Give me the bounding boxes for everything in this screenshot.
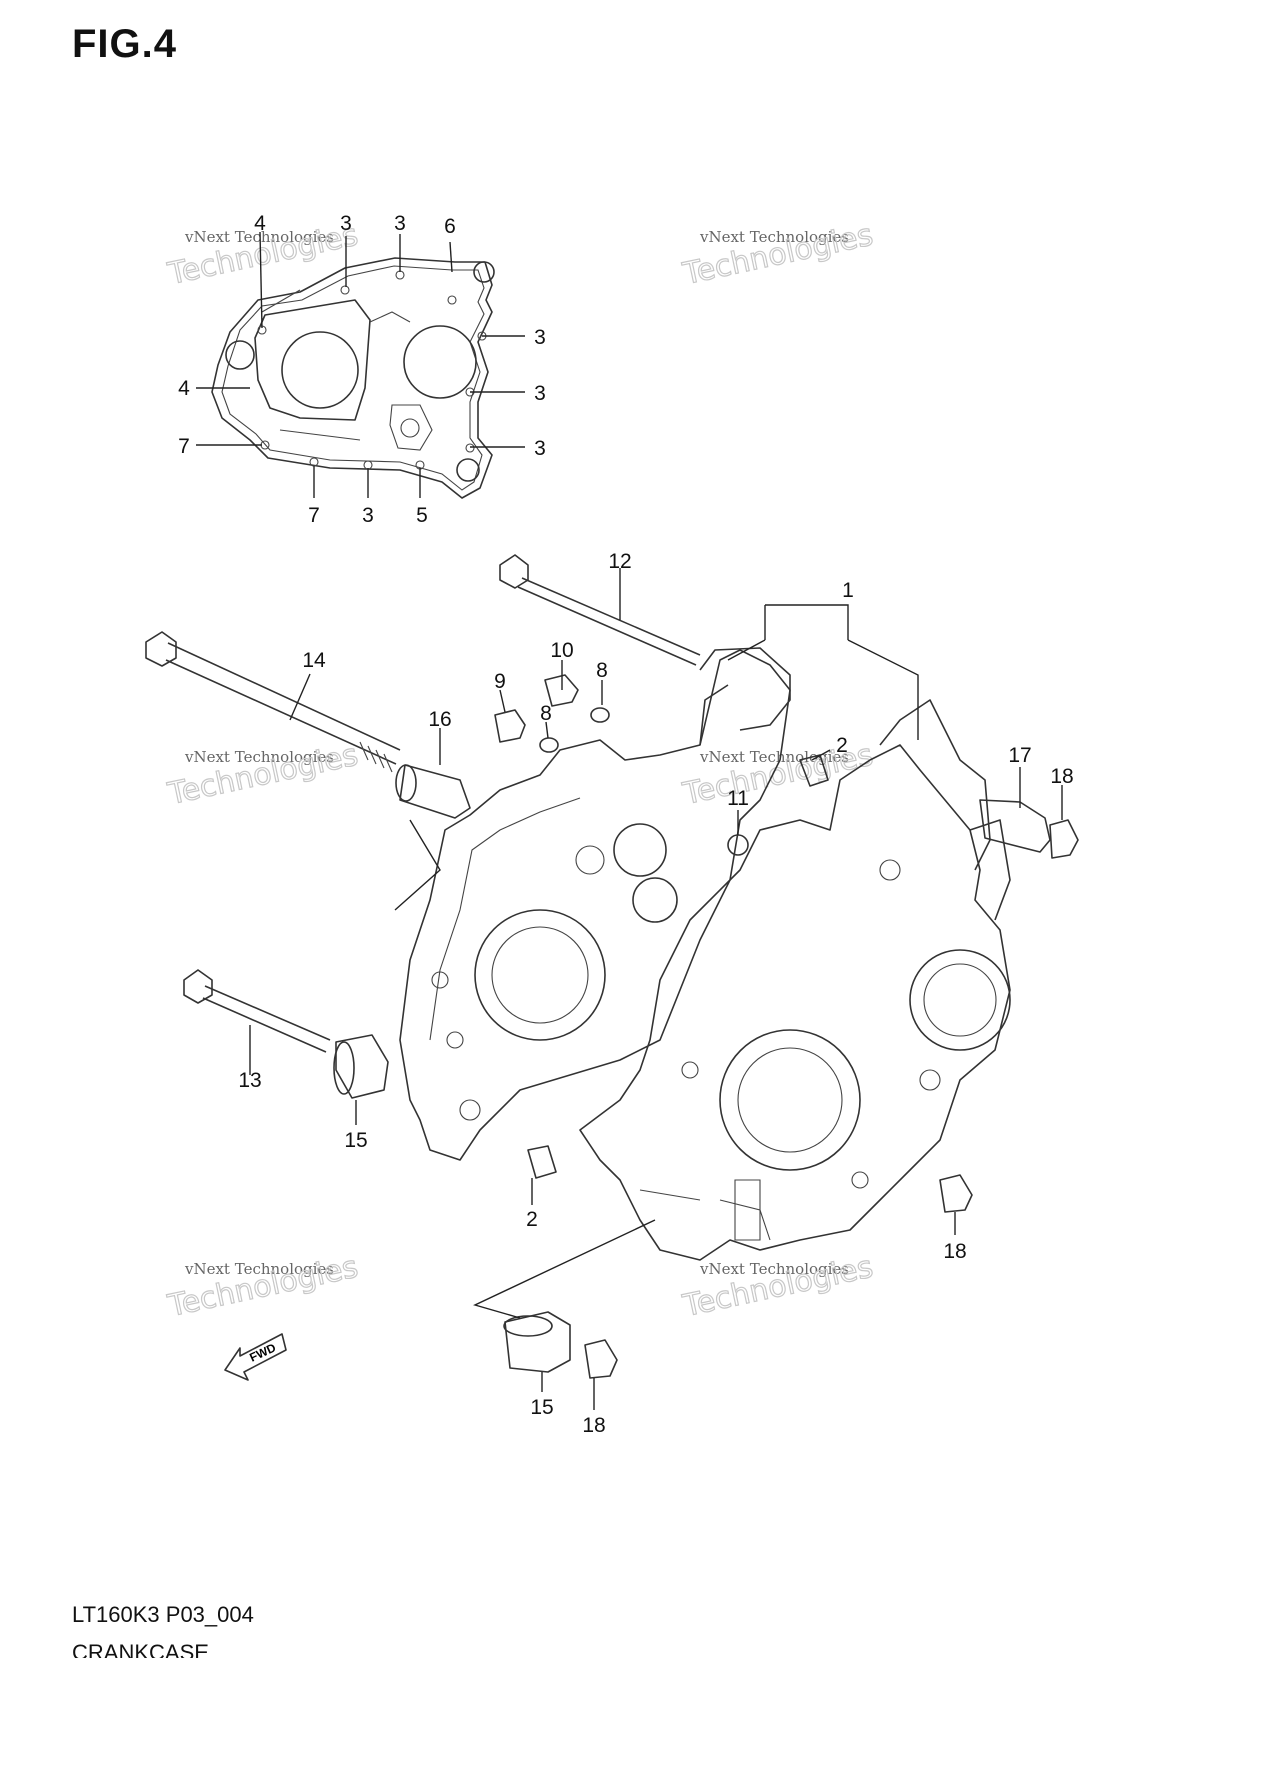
callout-gasket-3-e: 3 [534, 437, 546, 460]
callout-15-lower: 15 [530, 1396, 553, 1419]
callout-18-upper: 18 [1050, 765, 1073, 788]
callout-14: 14 [302, 649, 326, 672]
callout-11: 11 [727, 787, 749, 810]
callout-gasket-5: 5 [416, 504, 428, 527]
gasket-callouts: 4 3 3 6 3 4 3 7 3 7 3 5 [178, 212, 546, 527]
svg-text:vNext Technologies: vNext Technologies [699, 228, 849, 246]
callout-gasket-3-a: 3 [340, 212, 352, 235]
callout-gasket-3-d: 3 [534, 382, 546, 405]
callout-gasket-7-bottom: 7 [308, 504, 320, 527]
callout-18-lower: 18 [582, 1414, 605, 1437]
callout-gasket-7-left: 7 [178, 435, 190, 458]
svg-text:vNext Technologies: vNext Technologies [184, 1260, 334, 1278]
watermarks: vNext Technologies Technologies vNext Te… [164, 217, 877, 1325]
model-code: LT160K3 P03_004 [72, 1602, 254, 1627]
callout-gasket-4-top: 4 [254, 212, 266, 235]
fwd-arrow-icon: FWD [224, 1333, 287, 1381]
callout-16: 16 [428, 708, 451, 731]
svg-text:vNext Technologies: vNext Technologies [184, 228, 334, 246]
callout-15-upper: 15 [344, 1129, 367, 1152]
callout-17: 17 [1008, 744, 1031, 767]
callout-10: 10 [550, 639, 573, 662]
fwd-label: FWD [247, 1340, 278, 1364]
section-name: CRANKCASE [72, 1640, 209, 1658]
gasket-leaders [196, 231, 525, 498]
callout-gasket-3-c: 3 [534, 326, 546, 349]
watermark: vNext Technologies Technologies [679, 1249, 877, 1325]
main-leaders [249, 568, 1063, 1410]
main-callouts: 12 1 14 10 8 9 8 16 2 17 18 11 13 15 2 1… [238, 550, 1073, 1437]
callout-gasket-3-b: 3 [394, 212, 406, 235]
callout-gasket-4-left: 4 [178, 377, 190, 400]
callout-2-lower: 2 [526, 1208, 538, 1231]
callout-2-upper: 2 [836, 734, 848, 757]
callout-1: 1 [842, 579, 854, 602]
callout-12: 12 [608, 550, 631, 573]
watermark: vNext Technologies Technologies [679, 217, 877, 293]
watermark: vNext Technologies Technologies [164, 737, 362, 813]
callout-13: 13 [238, 1069, 261, 1092]
callout-18-right: 18 [943, 1240, 966, 1263]
callout-gasket-6: 6 [444, 215, 456, 238]
figure-title: FIG.4 [72, 22, 178, 66]
fastener-parts [145, 554, 1079, 1379]
callout-gasket-3-f: 3 [362, 504, 374, 527]
callout-8-upper: 8 [596, 659, 608, 682]
svg-text:vNext Technologies: vNext Technologies [184, 748, 334, 766]
crankcase-drawing [399, 647, 1011, 1261]
callout-9: 9 [494, 670, 506, 693]
svg-text:vNext Technologies: vNext Technologies [699, 748, 849, 766]
watermark: vNext Technologies Technologies [164, 1249, 362, 1325]
callout-8-lower: 8 [540, 702, 552, 725]
gasket-drawing [211, 257, 495, 499]
svg-text:vNext Technologies: vNext Technologies [699, 1260, 849, 1278]
